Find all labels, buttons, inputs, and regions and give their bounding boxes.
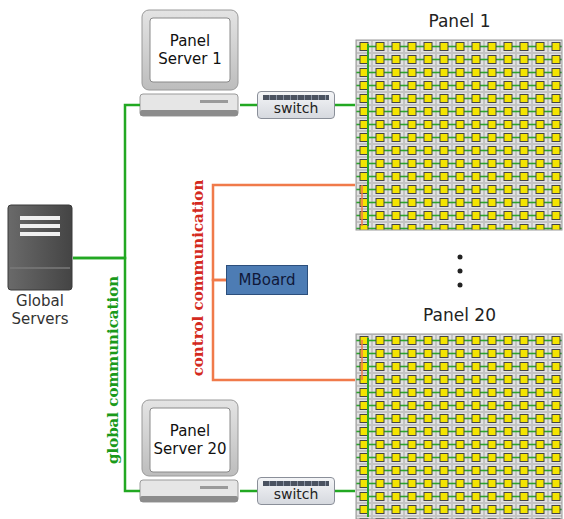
connector-line — [213, 280, 355, 380]
node-text: Panel Server 1 — [150, 18, 230, 82]
panel-server: Panel Server 20 — [140, 400, 240, 504]
computer-icon — [140, 10, 238, 116]
computer-icon — [140, 400, 238, 502]
network-switch: switch — [257, 477, 335, 505]
global-servers: Global Servers — [7, 203, 73, 335]
control-label: control communication — [189, 180, 207, 377]
display-panel: Panel 20 — [355, 304, 564, 519]
connector-line — [240, 490, 257, 493]
server-rack-icon — [8, 205, 72, 290]
led-panel-grid — [356, 334, 562, 519]
connector-line — [335, 104, 355, 107]
connector-line — [73, 258, 140, 491]
node-text: Panel 20 — [355, 304, 564, 326]
panel-server: Panel Server 1 — [140, 10, 240, 118]
node-text: Global Servers — [7, 292, 73, 328]
network-switch: switch — [257, 91, 335, 119]
node-text: MBoard — [238, 271, 295, 289]
switch-ports — [263, 95, 329, 100]
switch-ports — [263, 481, 329, 486]
ellipsis-dots — [458, 255, 463, 288]
display-panel: Panel 1 — [355, 10, 564, 232]
node-text: Panel Server 20 — [150, 408, 230, 472]
connector-line — [335, 490, 355, 493]
mboard-box: MBoard — [226, 265, 308, 295]
connector-line — [240, 104, 257, 107]
global-label: global communication — [104, 276, 122, 464]
node-text: Panel 1 — [355, 10, 564, 32]
led-panel-grid — [356, 40, 562, 230]
connector-line — [73, 105, 140, 258]
node-text: switch — [258, 100, 334, 117]
node-text: switch — [258, 486, 334, 503]
